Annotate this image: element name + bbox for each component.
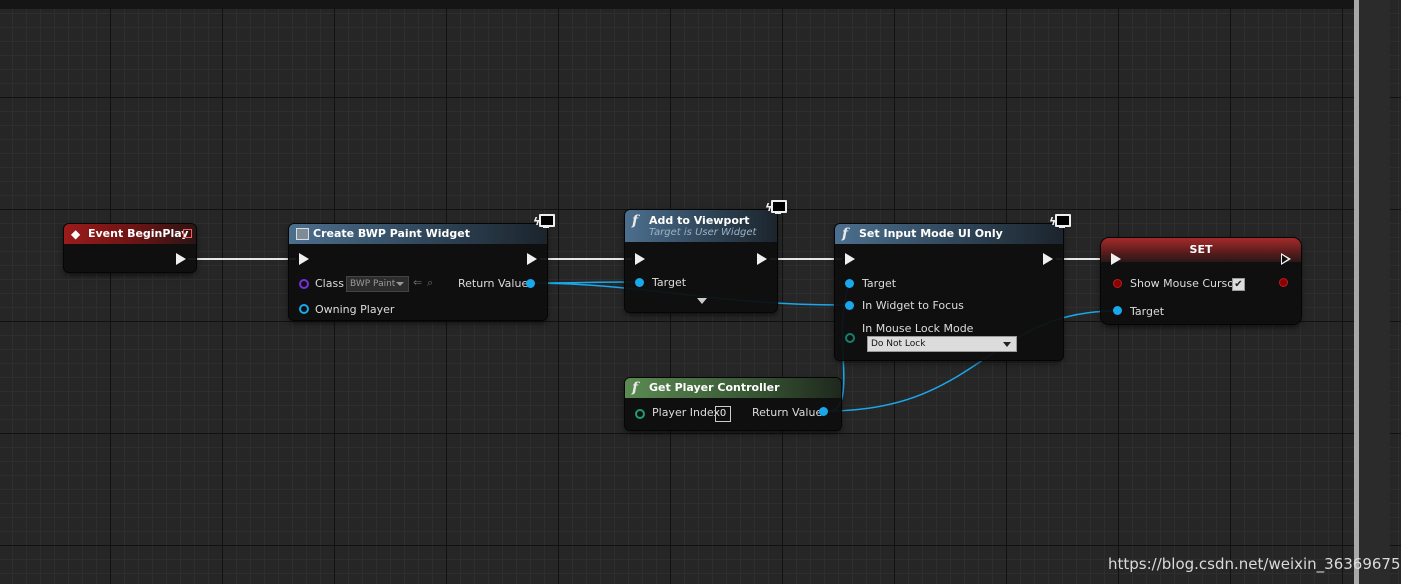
graph-top-bar xyxy=(0,0,1390,9)
set-variable-header[interactable]: SET xyxy=(1101,238,1301,262)
set-target-label: Target xyxy=(1130,305,1165,318)
show-cursor-out-pin[interactable] xyxy=(1279,278,1288,287)
get-player-controller-node[interactable]: f Get Player Controller Player Index 0 R… xyxy=(625,378,841,430)
class-label: Class xyxy=(315,277,344,290)
add-to-viewport-title: Add to Viewport xyxy=(649,214,750,227)
get-player-controller-header[interactable]: f Get Player Controller xyxy=(625,378,841,398)
input-mode-target-label: Target xyxy=(862,277,897,290)
viewport-target-pin[interactable] xyxy=(635,278,644,287)
controller-return-pin[interactable] xyxy=(819,407,828,416)
owning-player-pin[interactable] xyxy=(299,304,309,314)
player-index-input[interactable]: 0 xyxy=(715,406,731,422)
function-f-icon: f xyxy=(632,213,639,229)
set-variable-title: SET xyxy=(1189,243,1213,256)
create-widget-exec-in-pin[interactable] xyxy=(299,253,309,265)
player-index-label: Player Index xyxy=(652,406,721,419)
screen-lightning-icon: ϟ xyxy=(533,212,555,230)
return-value-label: Return Value xyxy=(458,277,529,290)
class-dropdown[interactable]: BWP Paint xyxy=(346,276,409,292)
graph-scroll-track xyxy=(1359,0,1390,584)
widget-class-icon xyxy=(296,228,309,240)
function-f-icon: f xyxy=(842,226,849,242)
create-widget-return-pin[interactable] xyxy=(526,279,535,288)
class-pin[interactable] xyxy=(299,279,309,289)
function-f-icon: f xyxy=(632,380,639,396)
chevron-down-icon xyxy=(1003,342,1011,347)
event-stop-icon xyxy=(183,229,192,238)
add-to-viewport-subtitle: Target is User Widget xyxy=(649,227,757,238)
widget-focus-pin[interactable] xyxy=(845,301,854,310)
set-input-mode-header[interactable]: f Set Input Mode UI Only xyxy=(835,224,1063,244)
set-input-mode-node[interactable]: f Set Input Mode UI Only ϟ Target In Wid… xyxy=(835,214,1071,360)
begin-play-exec-out-pin[interactable] xyxy=(176,253,186,265)
controller-return-value-label: Return Value xyxy=(752,406,823,419)
expand-chevron-down-icon[interactable] xyxy=(697,298,707,304)
use-selected-arrow-icon[interactable]: ⇐ xyxy=(413,276,423,289)
create-widget-node[interactable]: Create BWP Paint Widget ϟ Class BWP Pain… xyxy=(289,214,555,320)
graph-scrollbar[interactable] xyxy=(1354,0,1359,584)
mouse-lock-value: Do Not Lock xyxy=(871,339,926,349)
add-to-viewport-node[interactable]: f Add to Viewport Target is User Widget … xyxy=(625,200,787,312)
class-dropdown-value: BWP Paint xyxy=(350,279,396,289)
viewport-target-label: Target xyxy=(652,276,687,289)
event-begin-play-node[interactable]: ◆ Event BeginPlay xyxy=(64,224,196,272)
create-widget-title: Create BWP Paint Widget xyxy=(313,227,470,240)
event-diamond-icon: ◆ xyxy=(71,227,81,241)
class-dropdown-caret-icon xyxy=(396,282,404,286)
create-widget-exec-out-pin[interactable] xyxy=(527,253,537,265)
mouse-lock-label: In Mouse Lock Mode xyxy=(862,322,974,335)
watermark-text: https://blog.csdn.net/weixin_36369675 xyxy=(1108,555,1401,573)
data-wire-controller-set-target xyxy=(827,310,1118,412)
player-index-pin[interactable] xyxy=(635,409,645,419)
get-player-controller-title: Get Player Controller xyxy=(649,381,780,394)
input-mode-exec-out-pin[interactable] xyxy=(1043,253,1053,265)
set-variable-node[interactable]: SET Show Mouse Cursor ✔ Target xyxy=(1101,238,1301,324)
create-widget-header[interactable]: Create BWP Paint Widget xyxy=(289,224,547,244)
mouse-lock-pin[interactable] xyxy=(845,333,855,343)
input-mode-target-pin[interactable] xyxy=(845,279,854,288)
screen-lightning-icon: ϟ xyxy=(765,198,787,216)
owning-player-label: Owning Player xyxy=(315,303,395,316)
set-exec-in-pin[interactable] xyxy=(1111,253,1121,265)
set-input-mode-title: Set Input Mode UI Only xyxy=(859,227,1003,240)
mouse-lock-dropdown[interactable]: Do Not Lock xyxy=(867,336,1017,352)
widget-focus-label: In Widget to Focus xyxy=(862,299,964,312)
show-cursor-checkbox[interactable]: ✔ xyxy=(1232,278,1245,291)
set-exec-out-hollow-icon xyxy=(1282,255,1288,263)
event-begin-play-header[interactable]: ◆ Event BeginPlay xyxy=(64,224,196,244)
show-cursor-label: Show Mouse Cursor xyxy=(1130,277,1239,290)
viewport-exec-out-pin[interactable] xyxy=(757,253,767,265)
screen-lightning-icon: ϟ xyxy=(1049,212,1071,230)
add-to-viewport-header[interactable]: f Add to Viewport Target is User Widget xyxy=(625,210,777,242)
event-begin-play-title: Event BeginPlay xyxy=(88,227,189,240)
browse-search-icon[interactable]: ⌕ xyxy=(427,276,434,289)
show-cursor-pin[interactable] xyxy=(1113,279,1122,288)
input-mode-exec-in-pin[interactable] xyxy=(845,253,855,265)
viewport-exec-in-pin[interactable] xyxy=(635,253,645,265)
set-target-pin[interactable] xyxy=(1113,306,1122,315)
